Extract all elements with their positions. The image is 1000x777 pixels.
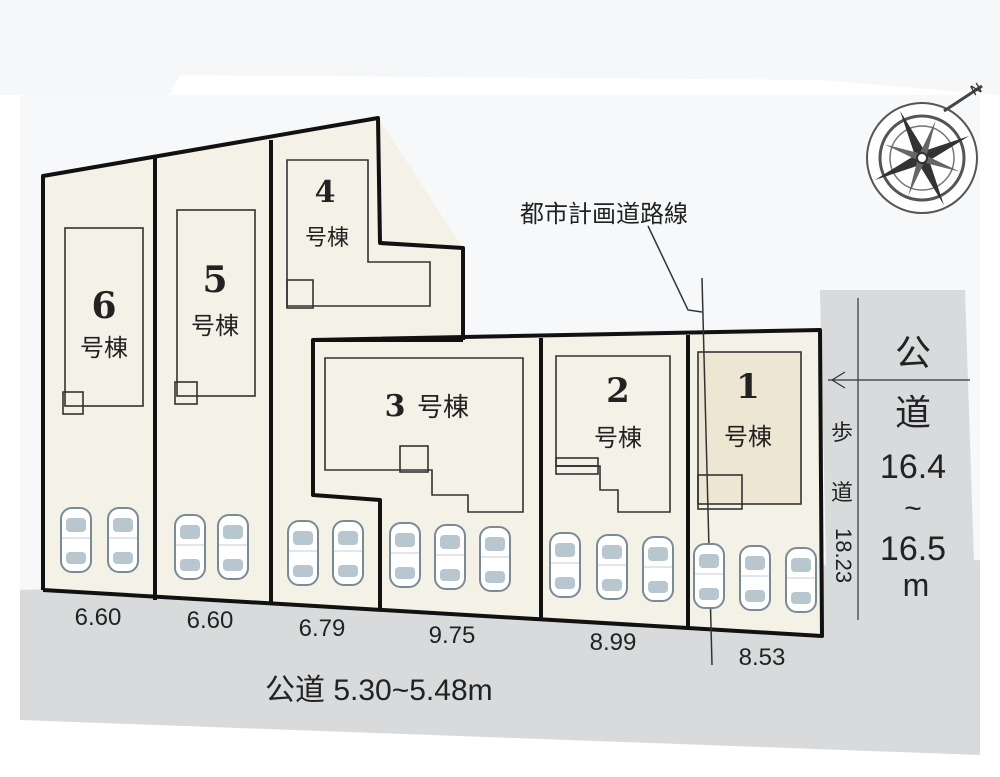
east-road xyxy=(820,290,980,745)
car-icon xyxy=(785,547,817,613)
planned-road-label: 都市計画道路線 xyxy=(520,201,688,228)
site-boundary-east xyxy=(42,328,824,638)
building-2-number: 2 xyxy=(606,371,630,411)
side-depth-dimension: 18.23 xyxy=(831,528,856,583)
sidewalk-char-2: 道 xyxy=(831,481,853,506)
building-5-suffix: 号棟 xyxy=(191,312,239,340)
building-4-number: 4 xyxy=(315,175,336,210)
building-3-suffix: 号棟 xyxy=(417,393,469,423)
building-1-suffix: 号棟 xyxy=(724,423,772,451)
building-4-suffix: 号棟 xyxy=(305,226,349,251)
building-5-number: 5 xyxy=(202,259,227,301)
frontage-lot-1: 8.53 xyxy=(739,644,786,671)
car-icon xyxy=(693,543,725,609)
east-road-tilde: ~ xyxy=(904,492,922,525)
site-fill xyxy=(43,118,822,636)
building-2-suffix: 号棟 xyxy=(594,424,642,452)
building-1-number: 1 xyxy=(736,367,760,407)
car-icon xyxy=(217,514,249,580)
building-footprints xyxy=(62,159,802,513)
car-icon xyxy=(479,526,511,592)
backdrop-haze xyxy=(0,0,1000,95)
car-icon xyxy=(739,545,771,611)
building-3-number: 3 xyxy=(385,389,406,424)
car-icon xyxy=(596,534,628,600)
compass-rose-icon: N xyxy=(866,80,985,214)
frontage-lot-3: 9.75 xyxy=(429,622,476,649)
road-arrow-icon xyxy=(831,371,846,389)
east-road-width-from: 16.4 xyxy=(880,448,946,486)
building-6-number: 6 xyxy=(91,285,116,327)
frontage-lot-4: 6.79 xyxy=(299,615,346,642)
building-6-suffix: 号棟 xyxy=(80,334,128,362)
car-icon xyxy=(107,507,139,573)
east-road-char-1: 公 xyxy=(895,333,931,374)
car-icon xyxy=(332,520,364,586)
car-icon xyxy=(60,507,92,573)
frontage-lot-6: 6.60 xyxy=(75,604,122,631)
east-road-char-2: 道 xyxy=(895,393,931,434)
car-icon xyxy=(642,536,674,602)
sidewalk-char-1: 歩 xyxy=(831,421,853,446)
south-road-label: 公道 5.30~5.48m xyxy=(265,674,493,707)
site-boundary-west xyxy=(41,116,465,590)
east-road-width-to: 16.5 xyxy=(880,530,946,568)
frontage-lot-2: 8.99 xyxy=(590,629,637,656)
car-icon xyxy=(287,520,319,586)
car-icon xyxy=(174,514,206,580)
frontage-lot-5: 6.60 xyxy=(187,607,234,634)
car-icon xyxy=(389,522,421,588)
east-road-unit: m xyxy=(903,567,930,603)
car-icon xyxy=(434,524,466,590)
car-icon xyxy=(549,532,581,598)
